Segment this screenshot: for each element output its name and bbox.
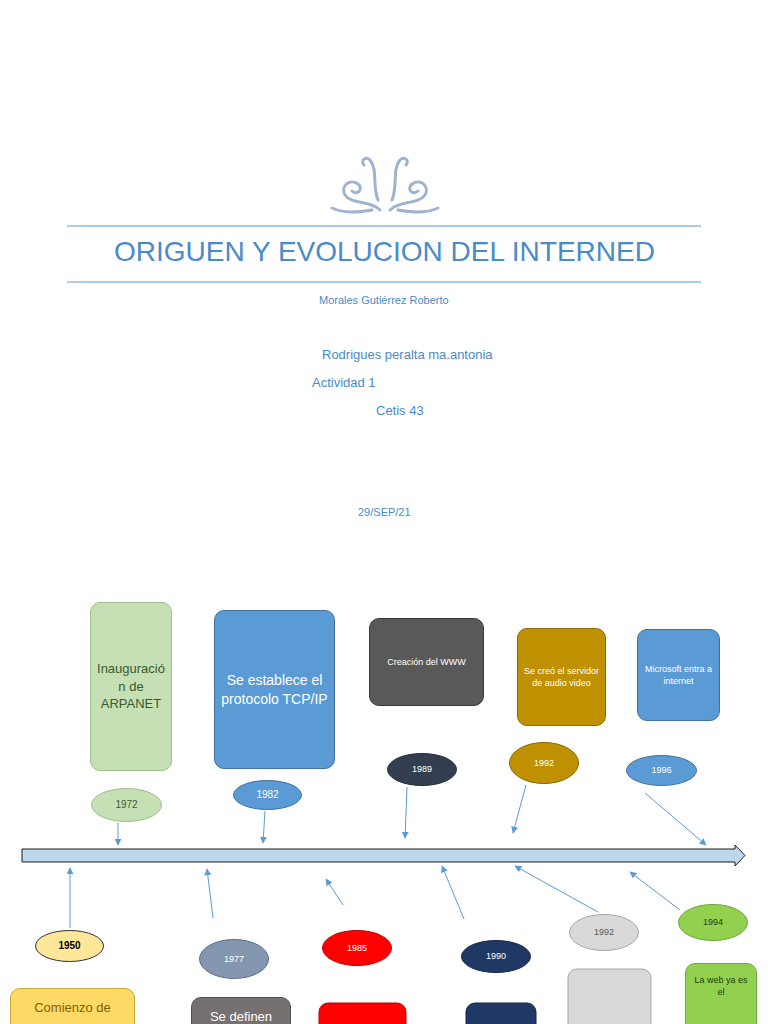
oval-shape [36,931,104,962]
timeline-bar [22,845,745,866]
teacher-name: Rodrigues peralta ma.antonia [322,347,493,362]
leader-arrow [263,811,265,843]
year-oval: 1994 [678,904,748,941]
ornament-swirl [363,158,378,200]
oval-shape [679,905,748,941]
oval-shape [462,941,531,973]
year-oval: 1977 [199,939,269,979]
oval-shape [323,931,392,966]
leader-arrow [405,787,407,838]
leader-arrow [70,868,71,928]
year-label: 1989 [387,761,457,777]
event-box: Creación del WWW [369,618,484,706]
year-oval: 1950 [35,930,104,962]
year-label: 1990 [461,948,531,964]
year-oval: 1992 [509,742,579,784]
leader-arrow [630,872,680,910]
author-name: Morales Gutiérrez Roberto [319,294,449,306]
year-oval: 1982 [233,780,302,810]
event-box: Comienzo de [10,988,135,1024]
event-box [568,969,651,1024]
year-oval: 1990 [461,940,531,973]
year-label: 1992 [509,755,579,771]
event-text: Se establece el protocolo TCP/IP [215,669,334,711]
year-oval: 1972 [91,788,162,822]
year-label: 1994 [678,914,748,930]
ornament-swirl [392,158,407,200]
title: ORIGUEN Y EVOLUCION DEL INTERNED [114,236,655,268]
year-oval: 1985 [322,930,392,966]
school-label: Cetis 43 [376,403,424,418]
leader-arrow [513,785,526,833]
leader-arrow [442,866,464,919]
oval-shape [92,789,162,822]
ornament [332,158,438,212]
ornament-swirl [332,208,372,212]
leader-arrow [207,869,213,918]
oval-shape [510,743,579,784]
year-label: 1985 [322,940,392,956]
event-box: Se definen [191,997,291,1024]
event-box: Microsoft entra a internet [637,629,720,721]
year-oval: 1992 [569,914,639,951]
event-text: Comienzo de [11,997,134,1019]
year-label: 1972 [91,796,162,814]
year-oval: 1996 [626,755,697,786]
year-label: 1950 [35,937,104,955]
oval-shape [627,756,697,786]
leader-arrow [515,866,598,912]
oval-shape [200,940,269,979]
oval-shape [234,781,302,810]
leader-arrow [118,823,119,845]
oval-shape [570,915,639,951]
year-label: 1996 [626,762,697,778]
activity-label: Actividad 1 [312,375,376,390]
event-box [319,1003,406,1024]
year-oval: 1989 [387,753,457,786]
oval-shape [388,754,457,786]
event-text: Microsoft entra a internet [638,661,719,689]
ornament-swirl [398,208,438,212]
year-label: 1977 [199,951,269,967]
event-box [466,1003,536,1024]
leader-arrow [326,879,343,905]
event-text: Se definen [192,1006,290,1024]
event-box: Se creó el servidor de audio video [517,628,606,726]
event-text: Creación del WWW [370,654,483,670]
leader-arrows [70,785,706,928]
title-rule [67,226,701,227]
title-rule [67,282,701,283]
leader-arrow [645,793,706,845]
event-box: Inauguración de ARPANET [90,602,172,771]
event-text: La web ya es el [686,972,756,1000]
event-text: Se creó el servidor de audio video [518,663,605,691]
year-label: 1982 [233,786,302,804]
event-text: Inauguración de ARPANET [91,658,171,715]
event-box: La web ya es el [685,963,757,1024]
date-label: 29/SEP/21 [358,506,411,518]
event-box: Se establece el protocolo TCP/IP [214,610,335,769]
year-label: 1992 [569,924,639,940]
